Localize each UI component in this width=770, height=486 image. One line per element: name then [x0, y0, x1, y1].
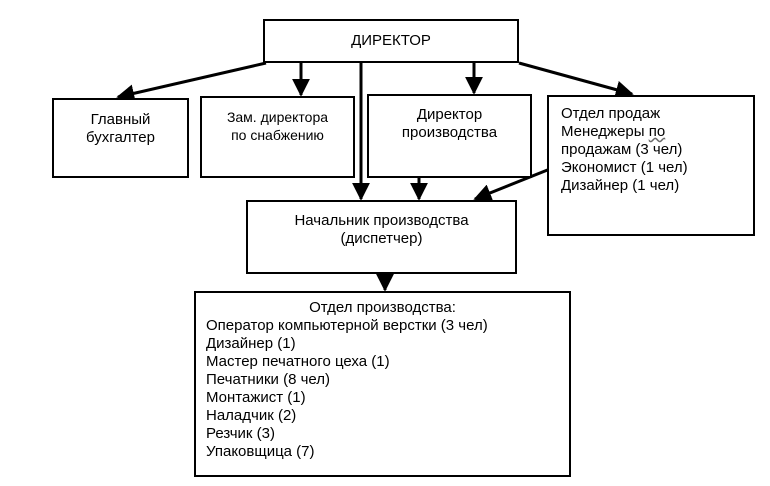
production-department-title: Отдел производства: — [309, 299, 456, 316]
staff-item: Печатники (8 чел) — [206, 371, 331, 388]
staff-item: Оператор компьютерной верстки (3 чел) — [206, 317, 488, 334]
staff-item: Упаковщица (7) — [206, 443, 315, 460]
arrow-director-to-sales — [518, 61, 634, 99]
sales-managers-line1: Менеджеры по — [561, 123, 753, 141]
production-chief-line1: Начальник производства — [294, 212, 469, 229]
chief-accountant-line1: Главный — [90, 111, 151, 128]
staff-item: Мастер печатного цеха (1) — [206, 353, 390, 370]
arrow-director-to-accountant — [116, 61, 267, 103]
production-department-box: Отдел производства: Оператор компьютерно… — [194, 291, 571, 477]
sales-economist: Экономист (1 чел) — [561, 159, 688, 176]
deputy-supply-line2: по снабжению — [231, 127, 324, 143]
production-director-box: Директор производства — [367, 94, 532, 178]
sales-designer: Дизайнер (1 чел) — [561, 177, 680, 194]
staff-item: Монтажист (1) — [206, 389, 306, 406]
director-title: ДИРЕКТОР — [351, 32, 431, 49]
arrow-sales-to-chief — [473, 163, 561, 202]
sales-title: Отдел продаж — [561, 105, 661, 122]
sales-department-box: Отдел продаж Менеджеры по продажам (3 че… — [547, 95, 755, 236]
sales-managers-po: по — [648, 123, 666, 140]
production-director-line1: Директор — [416, 106, 483, 123]
chief-accountant-box: Главный бухгалтер — [52, 98, 189, 178]
staff-item: Наладчик (2) — [206, 407, 297, 424]
sales-managers-text: Менеджеры — [561, 123, 649, 140]
deputy-supply-box: Зам. директора по снабжению — [200, 96, 355, 178]
production-director-line2: производства — [401, 124, 498, 141]
director-box: ДИРЕКТОР — [263, 19, 519, 63]
staff-item: Резчик (3) — [206, 425, 275, 442]
production-chief-box: Начальник производства (диспетчер) — [246, 200, 517, 274]
deputy-supply-line1: Зам. директора — [226, 109, 329, 125]
staff-item: Дизайнер (1) — [206, 335, 296, 352]
chief-accountant-line2: бухгалтер — [86, 129, 155, 146]
production-chief-line2: (диспетчер) — [340, 230, 423, 247]
sales-managers-line2: продажам (3 чел) — [561, 141, 683, 158]
